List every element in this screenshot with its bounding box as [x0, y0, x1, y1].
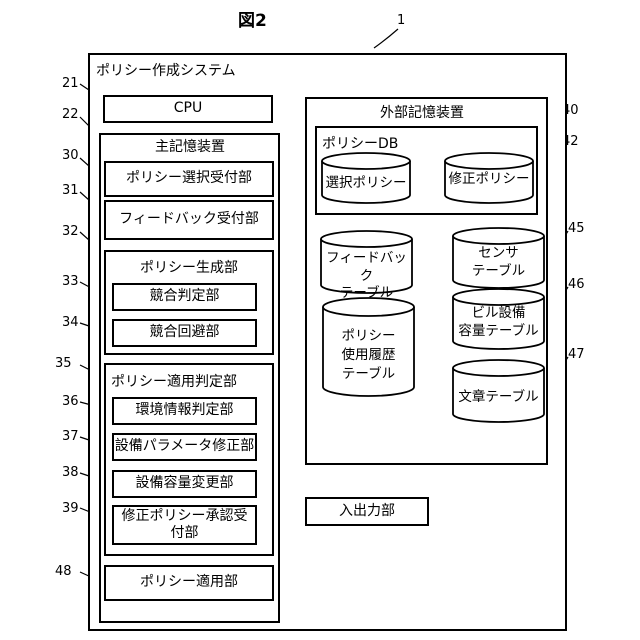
equip-capacity-change-unit: 設備容量変更部: [112, 470, 257, 498]
history-table-line-3: テーブル: [322, 365, 415, 384]
document-table-label: 文章テーブル: [452, 389, 545, 407]
env-info-judge-unit: 環境情報判定部: [112, 397, 257, 425]
modified-policy-approval-unit: 修正ポリシー承認受 付部: [112, 505, 257, 545]
system-label: ポリシー作成システム: [96, 64, 236, 78]
ref-22: 22: [62, 108, 79, 121]
history-table-line-1: ポリシー: [322, 327, 415, 346]
feedback-unit: フィードバック受付部: [104, 200, 274, 240]
ref-32: 32: [62, 225, 79, 238]
modified-policy-label: 修正ポリシー: [444, 171, 534, 189]
ref-35: 35: [55, 357, 72, 370]
document-table-db: 文章テーブル: [452, 359, 545, 423]
approval-line-1: 修正ポリシー承認受: [122, 508, 248, 526]
ref-47: 47: [568, 348, 585, 361]
feedback-table-line-1: フィードバック: [320, 250, 413, 285]
conflict-avoid-unit: 競合回避部: [112, 319, 257, 347]
building-table-line-1: ビル設備: [452, 305, 545, 323]
conflict-judge-unit: 競合判定部: [112, 283, 257, 311]
policy-apply-unit: ポリシー適用部: [104, 565, 274, 601]
policy-application-judge-label: ポリシー適用判定部: [111, 375, 237, 389]
building-equipment-table-db: ビル設備 容量テーブル: [452, 288, 545, 350]
building-table-line-2: 容量テーブル: [452, 323, 545, 341]
ref-30: 30: [62, 149, 79, 162]
ref-37: 37: [62, 430, 79, 443]
main-memory-label: 主記憶装置: [155, 140, 225, 154]
external-storage-label: 外部記憶装置: [380, 106, 464, 120]
cpu-box: CPU: [103, 95, 273, 123]
sensor-table-line-2: テーブル: [452, 263, 545, 281]
io-unit-box: 入出力部: [305, 497, 429, 526]
figure-title: 図2: [238, 13, 267, 30]
ref-31: 31: [62, 184, 79, 197]
modified-policy-db: 修正ポリシー: [444, 152, 534, 204]
ref-38: 38: [62, 466, 79, 479]
policy-history-table-db: ポリシー 使用履歴 テーブル: [322, 297, 415, 397]
ref-46: 46: [568, 278, 585, 291]
ref-45: 45: [568, 222, 585, 235]
equip-param-modify-unit: 設備パラメータ修正部: [112, 433, 257, 461]
ref-33: 33: [62, 275, 79, 288]
policy-generation-label: ポリシー生成部: [140, 261, 238, 275]
ref-36: 36: [62, 395, 79, 408]
selected-policy-label: 選択ポリシー: [321, 175, 411, 193]
approval-line-2: 付部: [171, 525, 199, 543]
ref-48: 48: [55, 565, 72, 578]
sensor-table-db: センサ テーブル: [452, 227, 545, 289]
ref-1: 1: [397, 14, 405, 27]
feedback-table-db: フィードバック テーブル: [320, 230, 413, 294]
ref-34: 34: [62, 316, 79, 329]
policy-db-label: ポリシーDB: [322, 137, 398, 151]
policy-selection-unit: ポリシー選択受付部: [104, 161, 274, 197]
ref-21: 21: [62, 77, 79, 90]
selected-policy-db: 選択ポリシー: [321, 152, 411, 204]
history-table-line-2: 使用履歴: [322, 346, 415, 365]
ref-39: 39: [62, 502, 79, 515]
sensor-table-line-1: センサ: [452, 245, 545, 263]
